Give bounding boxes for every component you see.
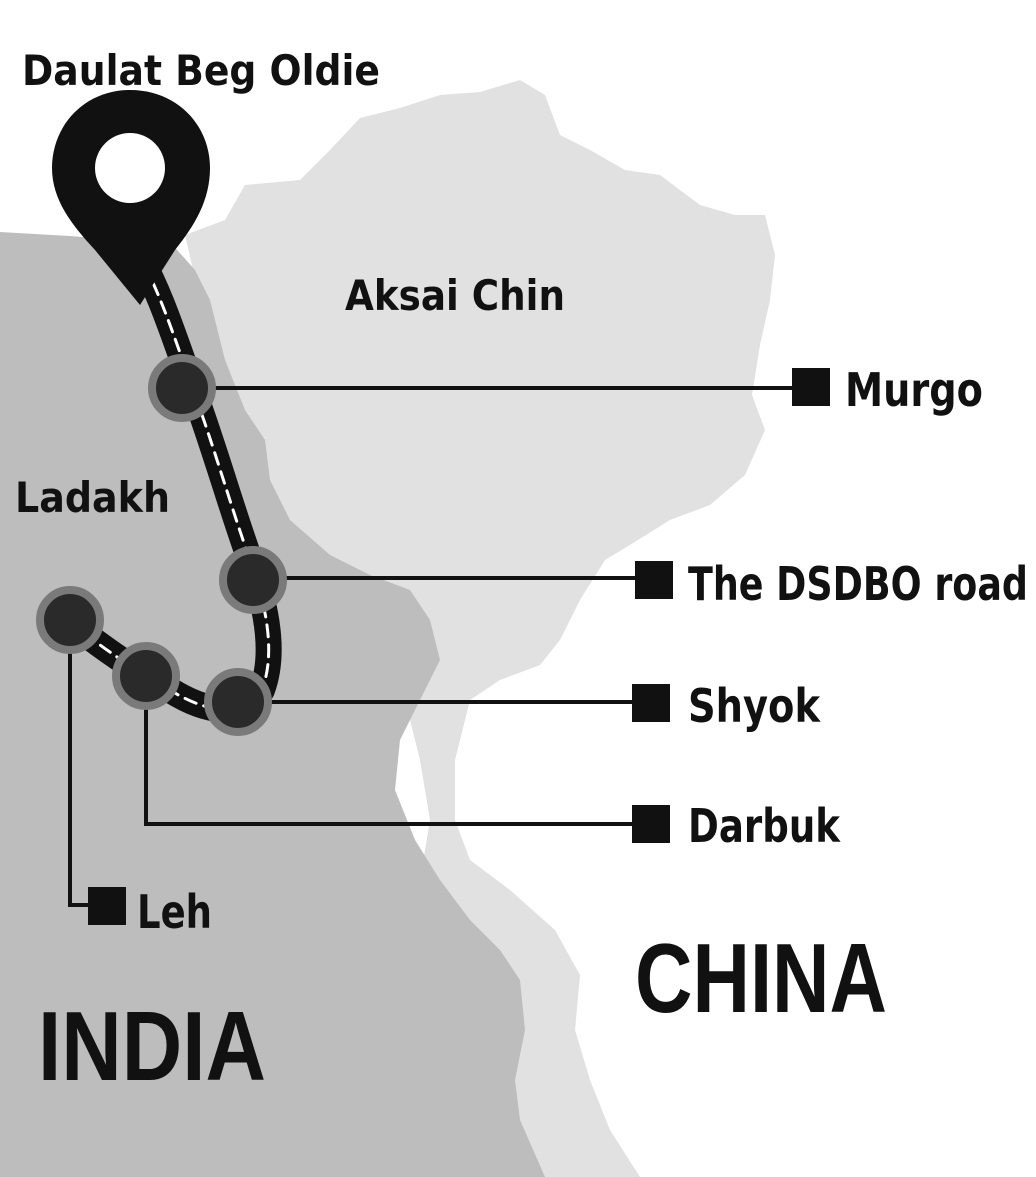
stop-circles	[36, 354, 287, 736]
label-shyok: Shyok	[688, 679, 821, 733]
stop-leh	[36, 586, 104, 654]
label-murgo: Murgo	[845, 363, 983, 417]
darbuk-marker	[632, 805, 670, 843]
label-china: CHINA	[635, 923, 887, 1033]
stop-murgo	[148, 354, 216, 422]
stop-darbuk	[112, 642, 180, 710]
india-region	[0, 232, 545, 1177]
stop-dsdbo	[219, 546, 287, 614]
dsdbo-marker	[635, 561, 673, 599]
murgo-marker	[792, 368, 830, 406]
label-ladakh: Ladakh	[15, 473, 170, 522]
leh-marker	[88, 887, 126, 925]
leader-lines	[68, 386, 800, 907]
label-daulat-beg-oldie: Daulat Beg Oldie	[22, 46, 380, 95]
label-darbuk: Darbuk	[688, 799, 841, 853]
label-leh: Leh	[137, 885, 212, 939]
label-india: INDIA	[38, 991, 266, 1101]
location-pin-icon	[52, 90, 210, 305]
stop-shyok	[204, 668, 272, 736]
label-dsdbo-road: The DSDBO road	[688, 557, 1028, 611]
label-aksai-chin: Aksai Chin	[345, 271, 565, 320]
shyok-marker	[632, 684, 670, 722]
aksai-chin-region	[185, 80, 775, 1177]
